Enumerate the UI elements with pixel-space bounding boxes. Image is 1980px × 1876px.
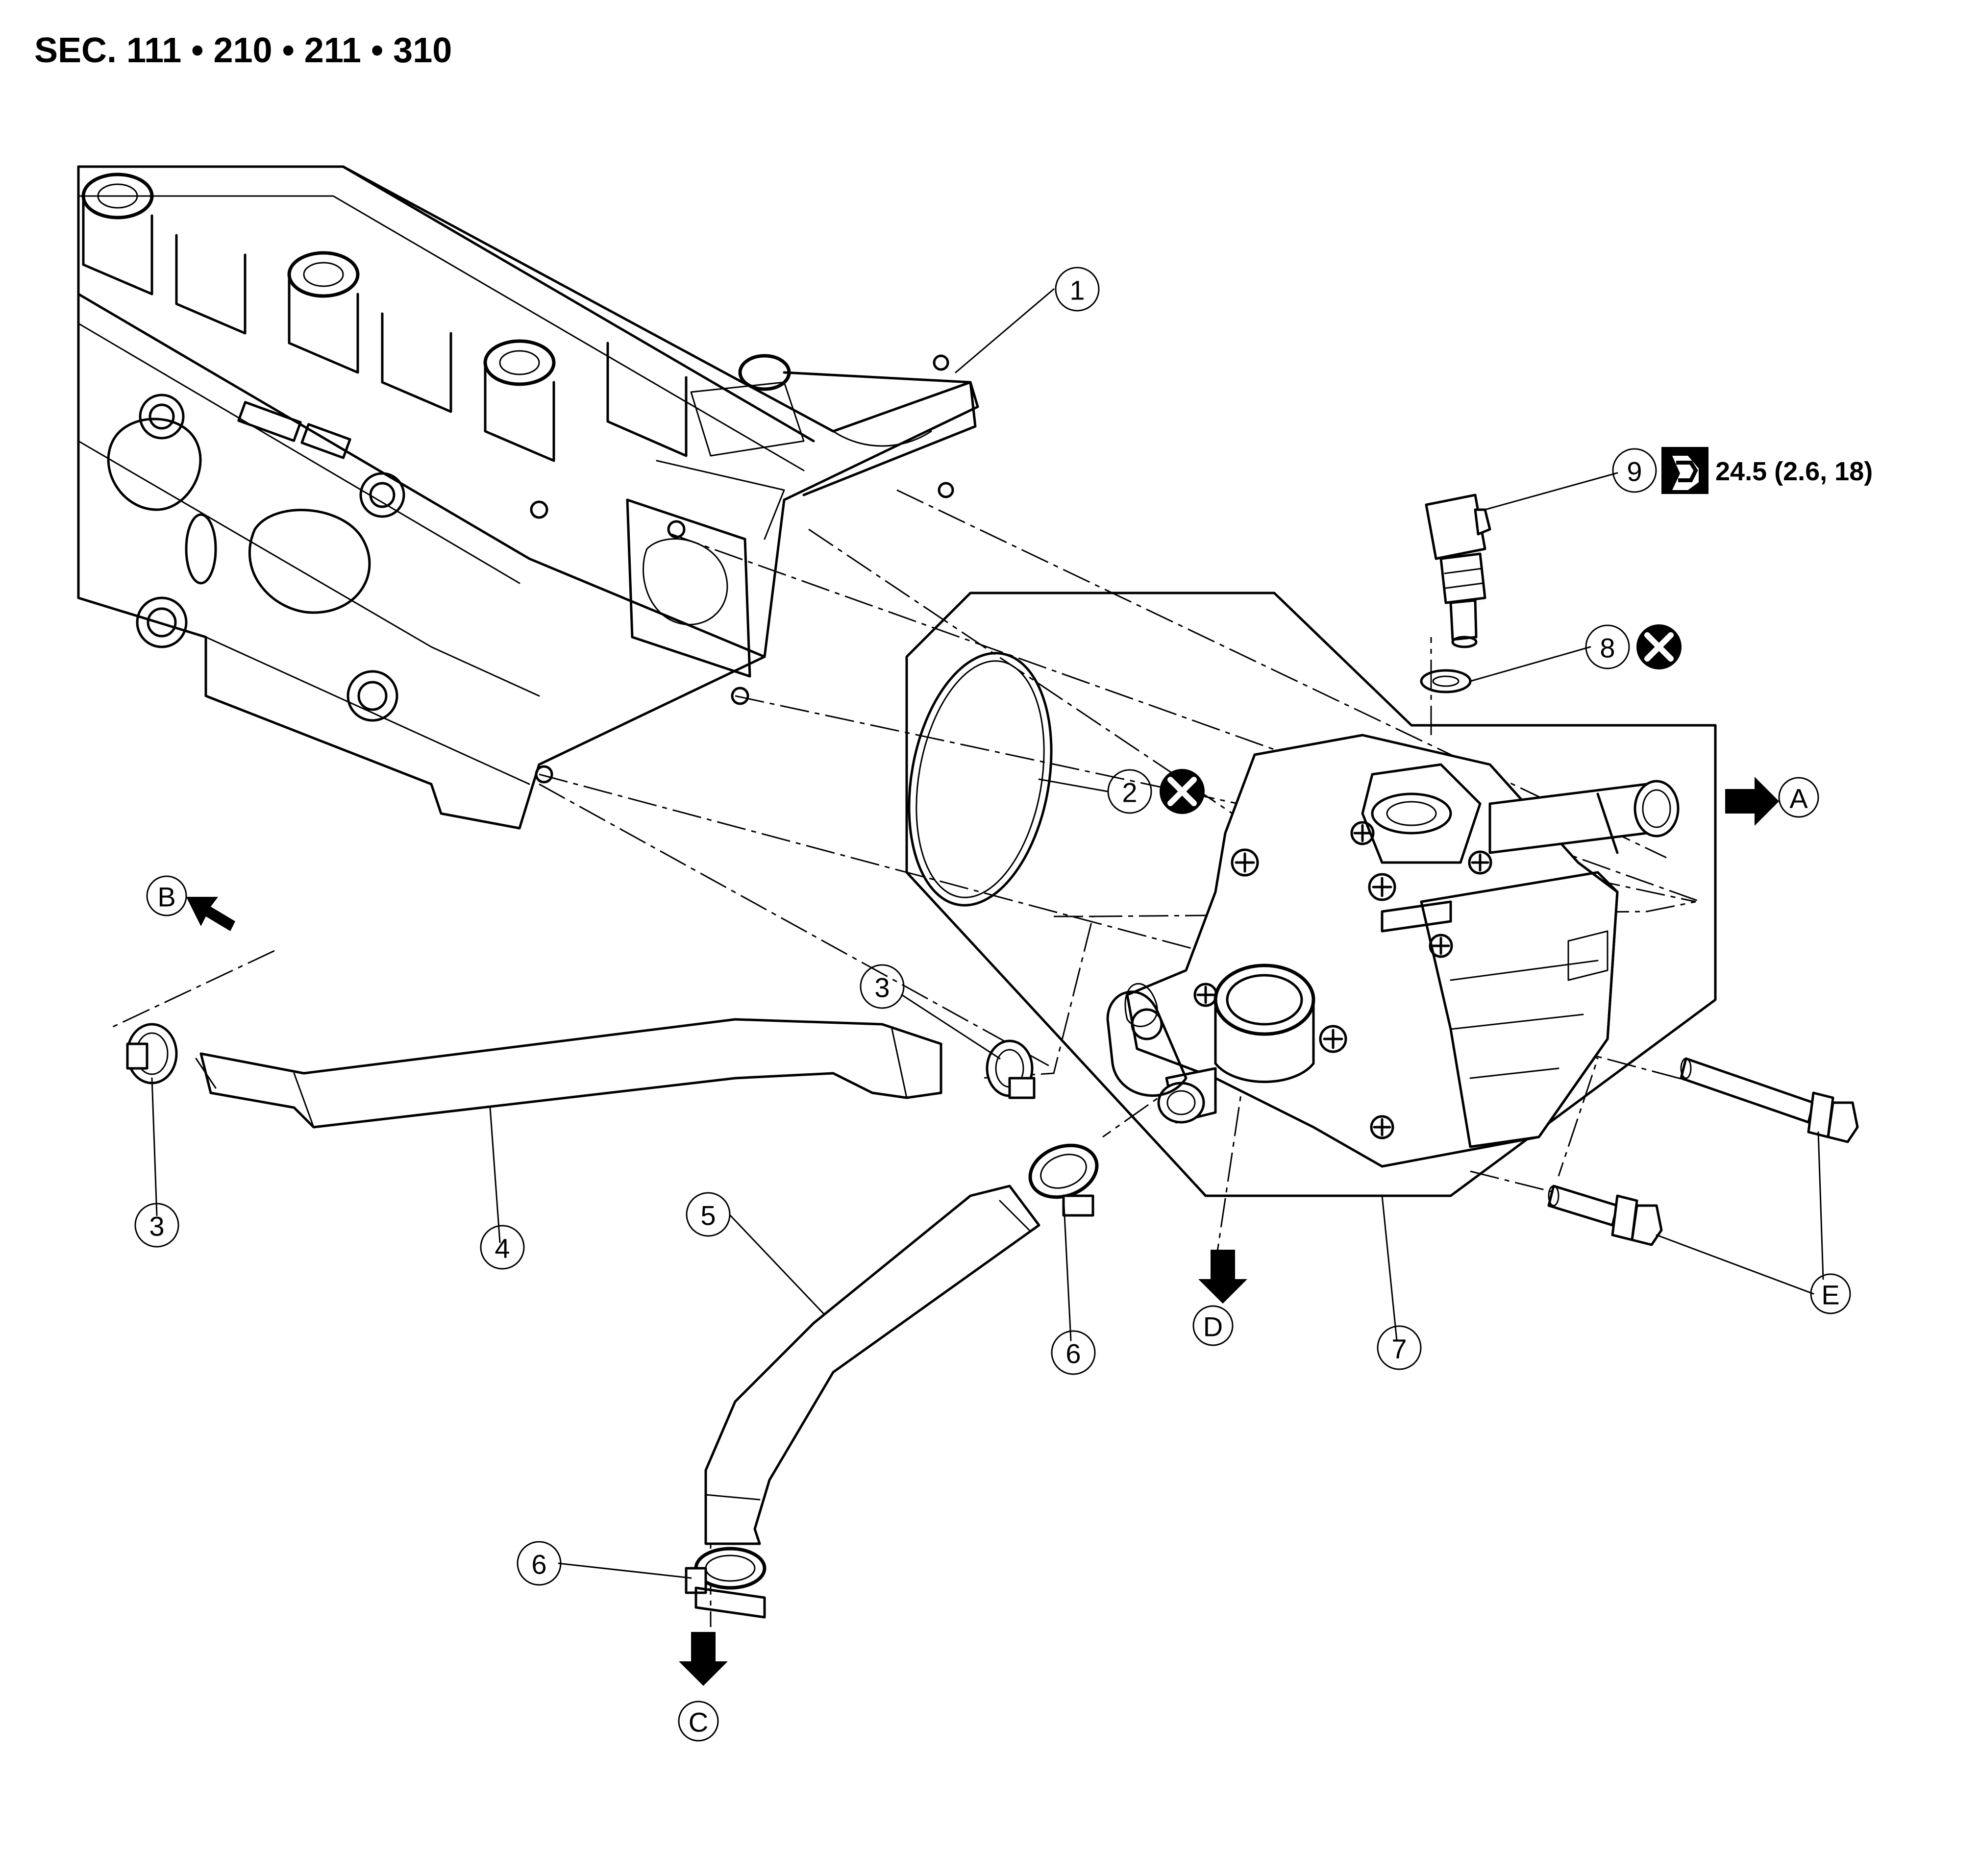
hose-clamp-bottom (685, 1547, 767, 1619)
callout-A-circle (1778, 777, 1819, 818)
callout-9: 9 (1627, 456, 1642, 487)
callout-3b-circle (134, 1203, 179, 1248)
component-frame (905, 592, 1717, 1197)
callout-B-circle (146, 875, 187, 916)
hose-clamp-right (986, 1039, 1036, 1099)
sensor-washer (1420, 669, 1472, 693)
section-title: SEC. 111 • 210 • 211 • 310 (34, 31, 452, 70)
callout-6b: 6 (531, 1549, 546, 1580)
do-not-reuse-icon (1160, 769, 1205, 814)
o-ring (908, 652, 1053, 907)
callout-C: C (689, 1707, 708, 1738)
callout-D-circle (1192, 1305, 1234, 1346)
bolt-long (1680, 1057, 1859, 1143)
callout-5-circle (686, 1192, 731, 1237)
callout-8: 8 (1600, 633, 1615, 664)
callout-C-circle (678, 1701, 719, 1742)
callout-4-circle (480, 1225, 525, 1270)
callout-6b-circle (517, 1541, 562, 1586)
callout-2: 2 (1122, 777, 1137, 808)
torque-wrench-icon (1661, 447, 1708, 494)
callout-A: A (1789, 783, 1808, 814)
water-hose-lower (704, 1185, 1040, 1545)
temperature-sensor (1425, 494, 1491, 648)
arrow-D (1198, 1250, 1247, 1304)
callout-5: 5 (700, 1200, 716, 1231)
arrow-C (679, 1632, 728, 1686)
do-not-reuse-icon (1636, 624, 1682, 669)
leader-lines (151, 288, 1824, 1579)
arrow-A (1725, 777, 1779, 826)
callout-7: 7 (1391, 1333, 1407, 1364)
callout-B: B (157, 882, 175, 913)
hose-clamp-left (126, 1023, 178, 1085)
callout-9-circle (1612, 448, 1657, 493)
hose-clamp-mid (1028, 1143, 1099, 1217)
callout-1-circle (1055, 267, 1100, 312)
torque-value: 24.5 (2.6, 18) (1715, 457, 1873, 486)
thermostat-housing (1106, 734, 1680, 1168)
callout-4: 4 (495, 1233, 510, 1264)
callout-7-circle (1377, 1325, 1422, 1370)
callout-6a: 6 (1065, 1338, 1081, 1369)
callout-D: D (1203, 1311, 1223, 1342)
callout-6a-circle (1051, 1330, 1096, 1375)
bolt-short (1547, 1185, 1663, 1246)
callout-8-circle (1585, 624, 1630, 669)
callout-E-circle (1810, 1273, 1851, 1314)
callout-2-circle (1107, 769, 1152, 814)
callout-3b: 3 (149, 1211, 164, 1242)
arrow-B (186, 897, 235, 931)
callout-3a-circle (860, 964, 905, 1009)
callout-E: E (1821, 1280, 1839, 1310)
callout-3a: 3 (874, 972, 890, 1003)
callout-1: 1 (1069, 275, 1085, 306)
cylinder-head (77, 165, 979, 830)
water-hose-upper (195, 1018, 942, 1129)
